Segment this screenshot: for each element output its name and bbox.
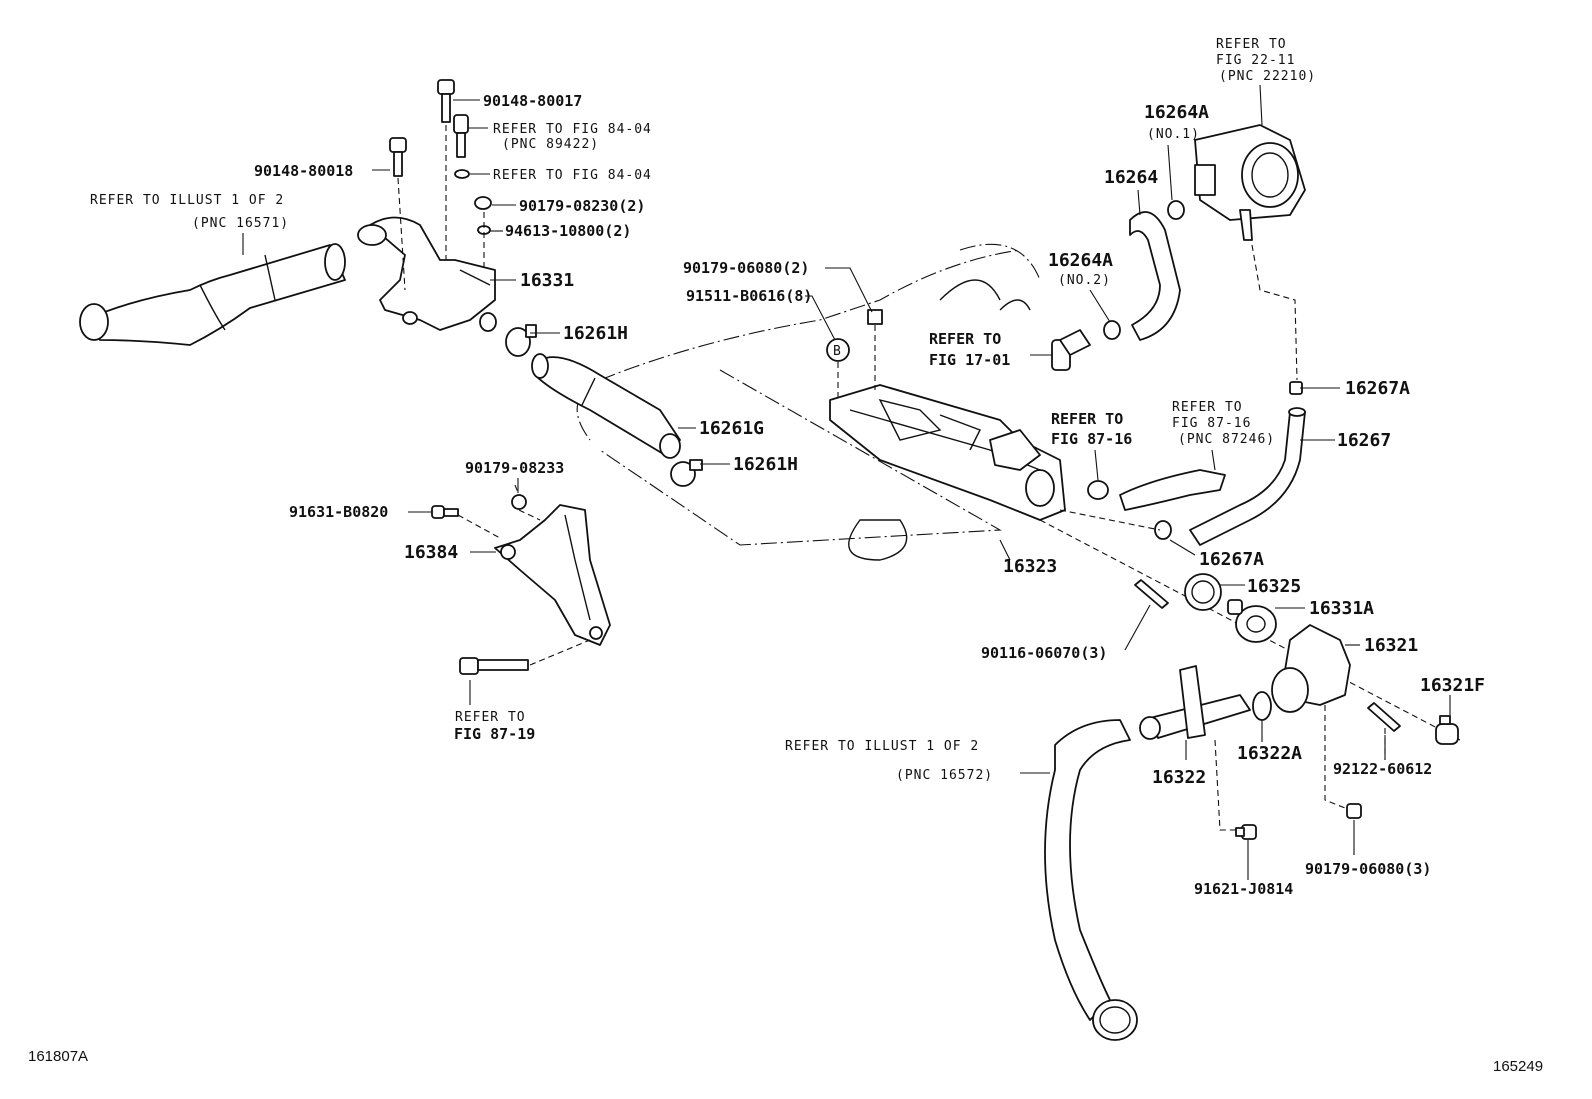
- label-16267A-bottom[interactable]: 16267A: [1199, 549, 1264, 570]
- diagram-code-right: 165249: [1493, 1058, 1543, 1075]
- label-90116-06070[interactable]: 90116-06070(3): [981, 644, 1107, 662]
- plug-16321F[interactable]: [1435, 715, 1459, 745]
- bolt-87-19[interactable]: [459, 657, 529, 675]
- label-16267A-top[interactable]: 16267A: [1345, 378, 1410, 399]
- sensor-89422[interactable]: [453, 114, 469, 158]
- hose-16267[interactable]: [1189, 407, 1306, 546]
- clamp-16264A-no2[interactable]: [1103, 320, 1121, 340]
- label-ref-fig-87-16-a-line2: FIG 87-16: [1051, 430, 1132, 448]
- label-ref-fig-17-01-line2: FIG 17-01: [929, 351, 1010, 369]
- marker-b-text: B: [833, 344, 842, 359]
- union-17-01[interactable]: [1051, 329, 1091, 371]
- label-no1: (NO.1): [1147, 127, 1200, 142]
- bolt-91631-B0820[interactable]: [431, 505, 459, 519]
- label-ref-fig-22-11-line1: REFER TO: [1216, 37, 1287, 52]
- hose-87246[interactable]: [1119, 469, 1226, 511]
- upper-radiator-hose[interactable]: [79, 243, 346, 346]
- label-pnc-16571: (PNC 16571): [192, 216, 289, 231]
- label-94613-10800[interactable]: 94613-10800(2): [505, 222, 631, 240]
- nut-90179-08233[interactable]: [511, 494, 527, 510]
- leader-lines: [242, 84, 1451, 880]
- gasket-16325[interactable]: [1184, 573, 1222, 611]
- label-16323[interactable]: 16323: [1003, 556, 1057, 577]
- label-16267[interactable]: 16267: [1337, 430, 1391, 451]
- label-16384[interactable]: 16384: [404, 542, 458, 563]
- nut-90179-06080-2[interactable]: [867, 309, 883, 325]
- label-ref-illust-1-of-2-lower: REFER TO ILLUST 1 OF 2: [785, 739, 979, 754]
- label-ref-fig-22-11-line2: FIG 22-11: [1216, 53, 1295, 68]
- label-16322[interactable]: 16322: [1152, 767, 1206, 788]
- engine-phantom-outline: [576, 243, 1041, 561]
- label-ref-fig-84-04-b: REFER TO FIG 84-04: [493, 168, 652, 183]
- label-91621-J0814[interactable]: 91621-J0814: [1194, 880, 1293, 898]
- label-90179-06080-3[interactable]: 90179-06080(3): [1305, 860, 1431, 878]
- throttle-body-22210[interactable]: [1194, 124, 1306, 241]
- bolt-90148-80017[interactable]: [437, 79, 455, 123]
- washer-84-04[interactable]: [454, 169, 470, 179]
- bolt-91621-J0814[interactable]: [1235, 824, 1257, 840]
- marker-b-circle: B: [826, 338, 850, 362]
- label-16322A[interactable]: 16322A: [1237, 743, 1302, 764]
- callout-labels: 90148-80017 REFER TO FIG 84-04 (PNC 8942…: [90, 37, 1485, 898]
- stud-90116-06070[interactable]: [1134, 579, 1169, 609]
- clamp-16267A-bottom[interactable]: [1154, 520, 1172, 540]
- label-16264[interactable]: 16264: [1104, 167, 1158, 188]
- label-16321[interactable]: 16321: [1364, 635, 1418, 656]
- diagram-code-left: 161807A: [28, 1048, 88, 1065]
- nut-90179-08230[interactable]: [474, 196, 492, 210]
- label-90179-08230[interactable]: 90179-08230(2): [519, 197, 645, 215]
- label-16331[interactable]: 16331: [520, 270, 574, 291]
- label-ref-fig-87-16-a-line1: REFER TO: [1051, 410, 1123, 428]
- label-16261H-bottom[interactable]: 16261H: [733, 454, 798, 475]
- lower-radiator-hose[interactable]: [1044, 719, 1138, 1041]
- housing-16321[interactable]: [1271, 624, 1351, 713]
- label-16261G[interactable]: 16261G: [699, 418, 764, 439]
- stud-92122-60612[interactable]: [1367, 702, 1401, 732]
- hose-16264[interactable]: [1129, 211, 1181, 341]
- label-91511-B0616[interactable]: 91511-B0616(8): [686, 287, 812, 305]
- label-90179-08233[interactable]: 90179-08233: [465, 459, 564, 477]
- pipe-16322[interactable]: [1139, 665, 1251, 740]
- label-16331A[interactable]: 16331A: [1309, 598, 1374, 619]
- label-pnc-16572: (PNC 16572): [896, 768, 993, 783]
- hose-16261G[interactable]: [531, 353, 681, 459]
- label-16261H-top[interactable]: 16261H: [563, 323, 628, 344]
- clamp-16261H-bottom[interactable]: [670, 459, 703, 487]
- label-16325[interactable]: 16325: [1247, 576, 1301, 597]
- label-16321F[interactable]: 16321F: [1420, 675, 1485, 696]
- label-ref-fig-17-01-line1: REFER TO: [929, 330, 1001, 348]
- label-no2: (NO.2): [1058, 273, 1111, 288]
- label-pnc-89422: (PNC 89422): [502, 137, 599, 152]
- label-16264A-no1[interactable]: 16264A: [1144, 102, 1209, 123]
- thermostat-16331A[interactable]: [1227, 599, 1277, 643]
- o-ring-16322A[interactable]: [1252, 691, 1272, 721]
- clamp-87-16[interactable]: [1087, 480, 1109, 500]
- label-92122-60612[interactable]: 92122-60612: [1333, 760, 1432, 778]
- label-ref-fig-87-19-line2: FIG 87-19: [454, 725, 535, 743]
- clamp-16264A-no1[interactable]: [1167, 200, 1185, 220]
- label-ref-fig-87-16-b-line3: (PNC 87246): [1178, 432, 1275, 447]
- label-ref-fig-84-04-a: REFER TO FIG 84-04: [493, 122, 652, 137]
- label-ref-illust-1-of-2: REFER TO ILLUST 1 OF 2: [90, 193, 284, 208]
- nut-90179-06080-3[interactable]: [1346, 803, 1362, 819]
- water-bypass-16323[interactable]: [829, 384, 1066, 521]
- label-ref-fig-22-11-line3: (PNC 22210): [1219, 69, 1316, 84]
- label-90148-80018[interactable]: 90148-80018: [254, 162, 353, 180]
- bolt-90148-80018[interactable]: [389, 137, 407, 177]
- label-ref-fig-87-16-b-line2: FIG 87-16: [1172, 416, 1251, 431]
- label-16264A-no2[interactable]: 16264A: [1048, 250, 1113, 271]
- label-90148-80017[interactable]: 90148-80017: [483, 92, 582, 110]
- label-91631-B0820[interactable]: 91631-B0820: [289, 503, 388, 521]
- label-90179-06080-2[interactable]: 90179-06080(2): [683, 259, 809, 277]
- label-ref-fig-87-19-line1: REFER TO: [455, 710, 526, 725]
- bracket-16384[interactable]: [494, 504, 611, 646]
- water-outlet-16331[interactable]: [357, 216, 497, 332]
- label-ref-fig-87-16-b-line1: REFER TO: [1172, 400, 1243, 415]
- clamp-16261H-top[interactable]: [505, 324, 537, 357]
